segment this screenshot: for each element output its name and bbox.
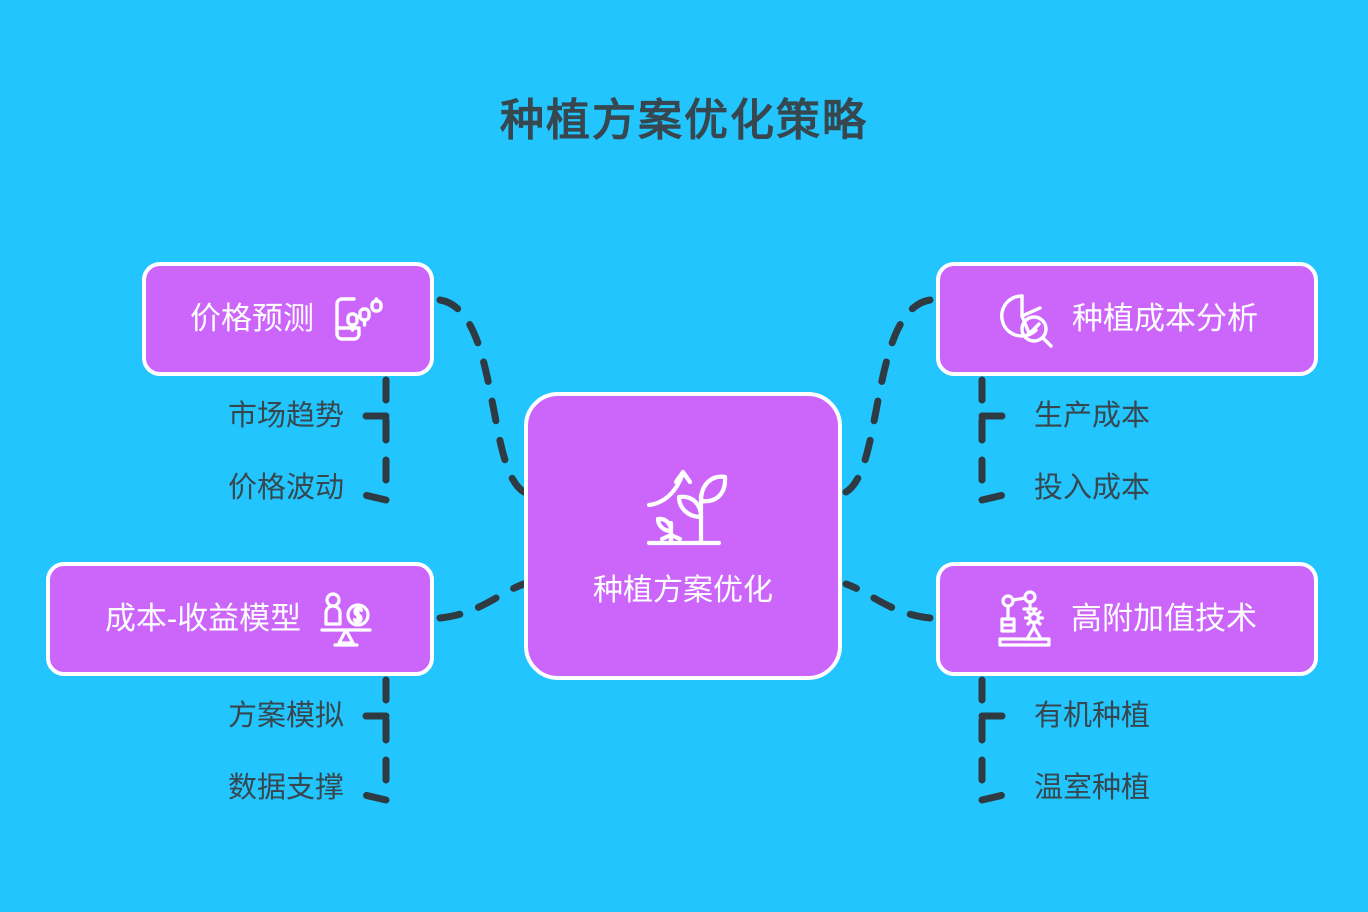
tick-price-2 (348, 488, 390, 504)
branch-node-planting-cost-analysis[interactable]: 种植成本分析 (936, 262, 1318, 376)
center-node[interactable]: 种植方案优化 (524, 392, 842, 680)
page-title: 种植方案优化策略 (500, 96, 868, 145)
sub-label-input-cost: 投入成本 (1034, 472, 1151, 504)
branch-node-cost-benefit-model[interactable]: 成本-收益模型 (46, 562, 434, 676)
sub-label-organic-planting: 有机种植 (1034, 700, 1151, 732)
branch-node-label: 高附加值技术 (1071, 601, 1257, 637)
sub-label-scheme-simulation: 方案模拟 (227, 700, 344, 732)
tick-model-2 (348, 788, 390, 804)
mobile-candlestick-chart-icon (328, 290, 386, 348)
sprout-growth-icon (631, 461, 735, 565)
branch-node-price-forecast[interactable]: 价格预测 (142, 262, 434, 376)
connector-tech-to-center (842, 580, 934, 622)
branch-node-label: 成本-收益模型 (104, 601, 302, 637)
connector-cost-to-center (842, 296, 934, 496)
sub-label-greenhouse-planting: 温室种植 (1034, 772, 1151, 804)
balance-scale-person-money-icon (315, 589, 375, 649)
sub-label-price-fluctuation: 价格波动 (227, 472, 344, 504)
tick-tech-2 (978, 788, 1020, 804)
sub-label-market-trend: 市场趋势 (227, 400, 344, 432)
branch-node-high-value-technology[interactable]: 高附加值技术 (936, 562, 1318, 676)
sub-label-production-cost: 生产成本 (1034, 400, 1151, 432)
tick-cost-2 (978, 488, 1020, 504)
connector-price-to-center (436, 296, 528, 496)
branch-node-label: 价格预测 (190, 301, 314, 337)
sub-label-data-support: 数据支撑 (227, 772, 344, 804)
robot-arm-icon (997, 589, 1057, 649)
center-node-label: 种植方案优化 (593, 573, 773, 607)
branch-node-label: 种植成本分析 (1072, 301, 1258, 337)
pie-chart-magnifier-icon (996, 288, 1058, 350)
connector-model-to-center (436, 580, 528, 622)
